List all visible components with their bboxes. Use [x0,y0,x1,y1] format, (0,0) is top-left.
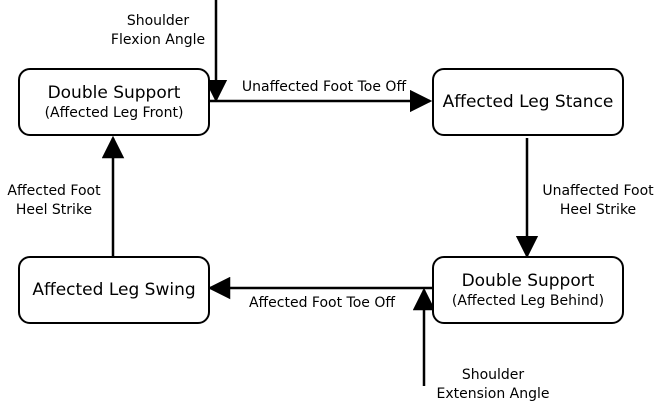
label-line: Heel Strike [15,202,93,218]
state-affected-leg-stance: Affected Leg Stance [432,68,624,136]
state-double-support-behind: Double Support (Affected Leg Behind) [432,256,624,324]
label-line: Shoulder [126,13,190,29]
label-line: Unaffected Foot [542,183,654,199]
label-shoulder-extension: Shoulder Extension Angle [428,366,558,404]
label-line: Shoulder [461,367,525,383]
state-subtitle: (Affected Leg Front) [44,104,184,121]
state-subtitle: (Affected Leg Behind) [451,292,605,309]
state-title: Double Support [47,82,181,103]
label-affected-heel-strike: Affected Foot Heel Strike [0,182,108,220]
label-line: Flexion Angle [110,32,206,48]
state-title: Affected Leg Swing [32,280,196,300]
state-double-support-front: Double Support (Affected Leg Front) [18,68,210,136]
label-line: Extension Angle [436,386,550,402]
label-line: Heel Strike [559,202,637,218]
label-line: Affected Foot [7,183,101,199]
state-title: Affected Leg Stance [442,92,614,112]
label-affected-toe-off: Affected Foot Toe Off [248,295,396,311]
state-title: Double Support [461,270,595,291]
label-shoulder-flexion: Shoulder Flexion Angle [102,12,214,50]
label-unaffected-heel-strike: Unaffected Foot Heel Strike [534,182,662,220]
label-unaffected-toe-off: Unaffected Foot Toe Off [241,79,407,95]
state-affected-leg-swing: Affected Leg Swing [18,256,210,324]
